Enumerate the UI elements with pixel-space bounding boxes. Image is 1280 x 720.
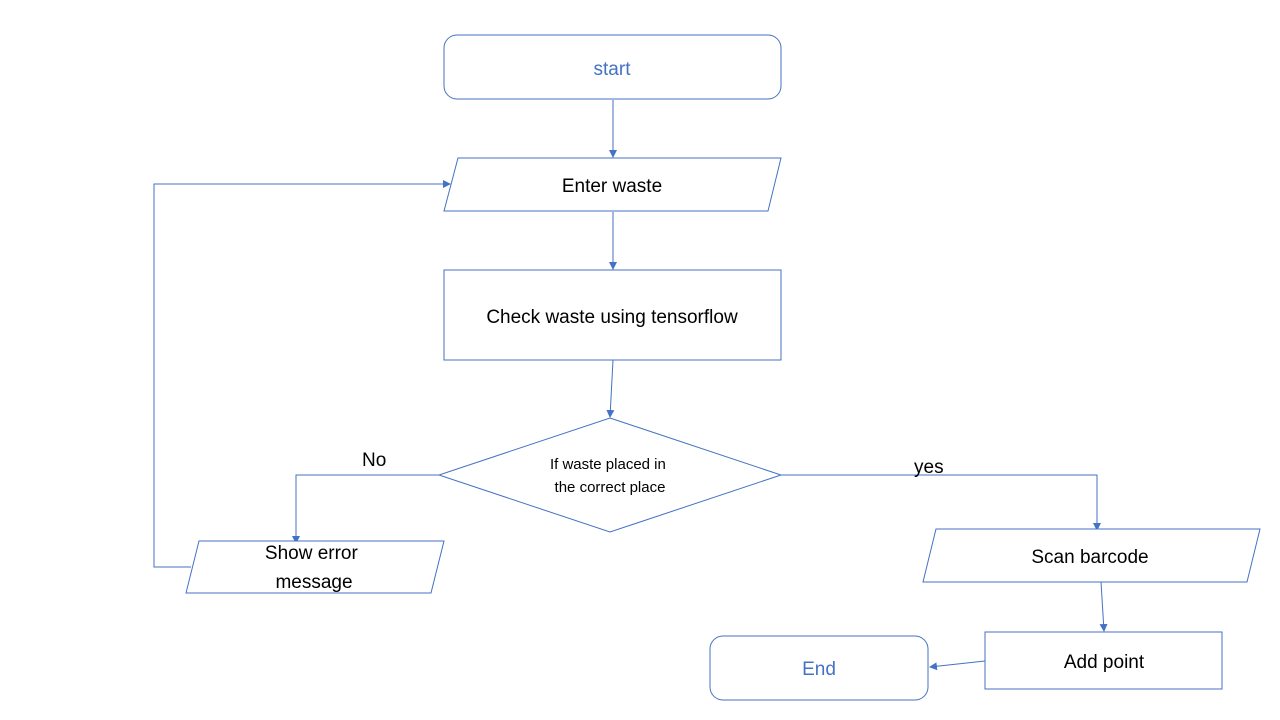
decision-label-line-2: the correct place: [555, 479, 666, 496]
show-error-label-line-2: message: [275, 572, 352, 593]
decision-node: If waste placed in the correct place: [437, 417, 783, 533]
show-error-node: Show error message: [185, 540, 445, 594]
edge-label-yes: yes: [914, 457, 944, 478]
connector-decision-no: [292, 474, 439, 544]
start-node: start: [443, 34, 782, 100]
scan-barcode-label: Scan barcode: [1031, 547, 1148, 568]
decision-label-line-1: If waste placed in: [550, 456, 666, 473]
add-point-node: Add point: [984, 631, 1223, 690]
decision-label: If waste placed in the correct place: [550, 456, 670, 496]
start-label: start: [594, 59, 632, 80]
connector-decision-yes: [781, 474, 1101, 531]
check-waste-node: Check waste using tensorflow: [443, 269, 782, 361]
enter-waste-node: Enter waste: [443, 157, 782, 212]
connector-check-to-decision: [606, 359, 615, 418]
connector-error-loop-back: [153, 180, 451, 568]
edge-label-no: No: [362, 450, 386, 471]
show-error-label-line-1: Show error: [265, 543, 359, 564]
end-node: End: [709, 635, 929, 701]
end-label: End: [802, 659, 836, 680]
connector-scan-to-add: [1099, 581, 1108, 632]
connector-add-to-end: [929, 660, 986, 671]
add-point-label: Add point: [1064, 652, 1145, 673]
scan-barcode-node: Scan barcode: [922, 528, 1261, 583]
check-waste-label: Check waste using tensorflow: [486, 307, 738, 328]
enter-waste-label: Enter waste: [562, 176, 662, 197]
show-error-label: Show error message: [265, 543, 363, 593]
